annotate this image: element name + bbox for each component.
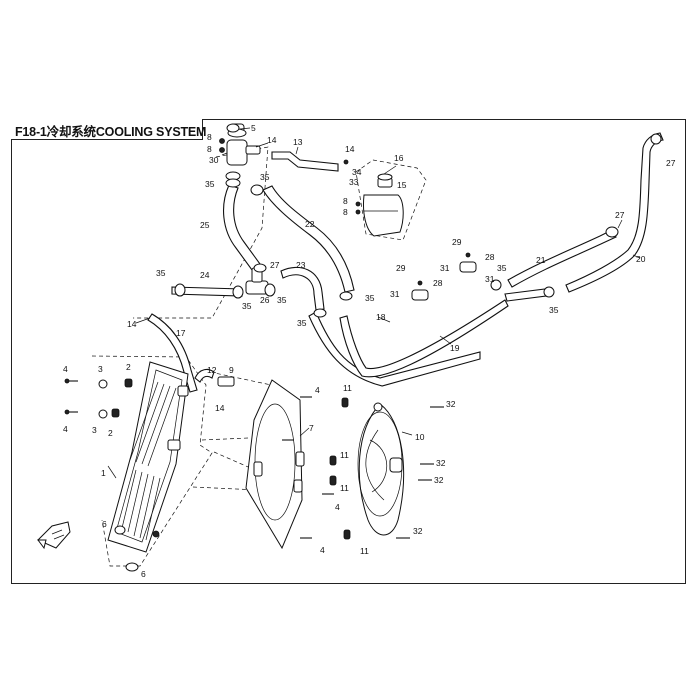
hose-clamps <box>174 123 662 318</box>
leader-lines <box>107 127 641 479</box>
title-box: F18-1冷却系统COOLING SYSTEM <box>11 119 207 140</box>
callout-34: 34 <box>352 167 362 177</box>
callout-29: 29 <box>452 237 462 247</box>
callout-8: 8 <box>207 132 212 142</box>
callout-3: 3 <box>98 364 103 374</box>
callout-27: 27 <box>666 158 676 168</box>
callout-35: 35 <box>549 305 559 315</box>
callout-35: 35 <box>205 179 215 189</box>
callout-32: 32 <box>446 399 456 409</box>
callout-9: 9 <box>229 365 234 375</box>
callout-3: 3 <box>92 425 97 435</box>
callout-35: 35 <box>156 268 166 278</box>
callout-2: 2 <box>126 362 131 372</box>
callout-8: 8 <box>343 196 348 206</box>
front-direction-arrow-icon <box>37 521 71 550</box>
callout-6: 6 <box>102 519 107 529</box>
callout-11: 11 <box>340 483 349 493</box>
callout-10: 10 <box>415 432 425 442</box>
callout-32: 32 <box>434 475 444 485</box>
callout-32: 32 <box>436 458 446 468</box>
callout-4: 4 <box>320 545 325 555</box>
callout-35: 35 <box>365 293 375 303</box>
callout-16: 16 <box>394 153 404 163</box>
callout-31: 31 <box>485 274 495 284</box>
callout-31: 31 <box>390 289 400 299</box>
callout-32: 32 <box>413 526 423 536</box>
coolant-reservoir <box>355 173 404 237</box>
callout-27: 27 <box>615 210 625 220</box>
fasteners <box>64 378 444 572</box>
callout-13: 13 <box>293 137 303 147</box>
cooling-fan <box>357 402 405 536</box>
callout-2: 2 <box>108 428 113 438</box>
radiator <box>107 361 189 553</box>
callout-14: 14 <box>267 135 277 145</box>
fan-shroud <box>245 379 305 550</box>
callout-29: 29 <box>396 263 406 273</box>
callout-25: 25 <box>200 220 210 230</box>
callout-31: 31 <box>440 263 450 273</box>
callout-1: 1 <box>101 468 106 478</box>
long-pipes <box>308 132 664 387</box>
callout-11: 11 <box>340 450 349 460</box>
callout-5: 5 <box>251 123 256 133</box>
callout-8: 8 <box>343 207 348 217</box>
callout-4: 4 <box>63 424 68 434</box>
callout-35: 35 <box>242 301 252 311</box>
callout-4: 4 <box>315 385 320 395</box>
callout-35: 35 <box>297 318 307 328</box>
callout-4: 4 <box>335 502 340 512</box>
callout-26: 26 <box>260 295 270 305</box>
callout-28: 28 <box>433 278 443 288</box>
callout-35: 35 <box>260 172 270 182</box>
callout-17: 17 <box>176 328 186 338</box>
callout-11: 11 <box>343 383 352 393</box>
callout-28: 28 <box>485 252 495 262</box>
callout-15: 15 <box>397 180 407 190</box>
callout-21: 21 <box>536 255 546 265</box>
callout-8: 8 <box>207 144 212 154</box>
callout-11: 11 <box>360 546 369 556</box>
callout-4: 4 <box>63 364 68 374</box>
callout-14: 14 <box>215 403 225 413</box>
diagram-frame <box>11 119 686 584</box>
thermostat-housing <box>219 123 261 188</box>
callout-19: 19 <box>450 343 460 353</box>
callout-30: 30 <box>209 155 219 165</box>
callout-27: 27 <box>270 260 280 270</box>
callout-22: 22 <box>305 219 315 229</box>
callout-12: 12 <box>207 365 217 375</box>
callout-24: 24 <box>200 270 210 280</box>
callout-6: 6 <box>141 569 146 579</box>
callout-33: 33 <box>349 177 359 187</box>
callout-labels: 5 8 8 30 14 13 14 16 34 33 15 8 8 27 35 … <box>63 123 676 579</box>
callout-35: 35 <box>497 263 507 273</box>
callout-18: 18 <box>376 312 386 322</box>
callout-14: 14 <box>127 319 137 329</box>
callout-7: 7 <box>309 423 314 433</box>
callout-20: 20 <box>636 254 646 264</box>
diagram-title: F18-1冷却系统COOLING SYSTEM <box>15 125 207 139</box>
callout-35: 35 <box>277 295 287 305</box>
callout-23: 23 <box>296 260 306 270</box>
callout-14: 14 <box>345 144 355 154</box>
